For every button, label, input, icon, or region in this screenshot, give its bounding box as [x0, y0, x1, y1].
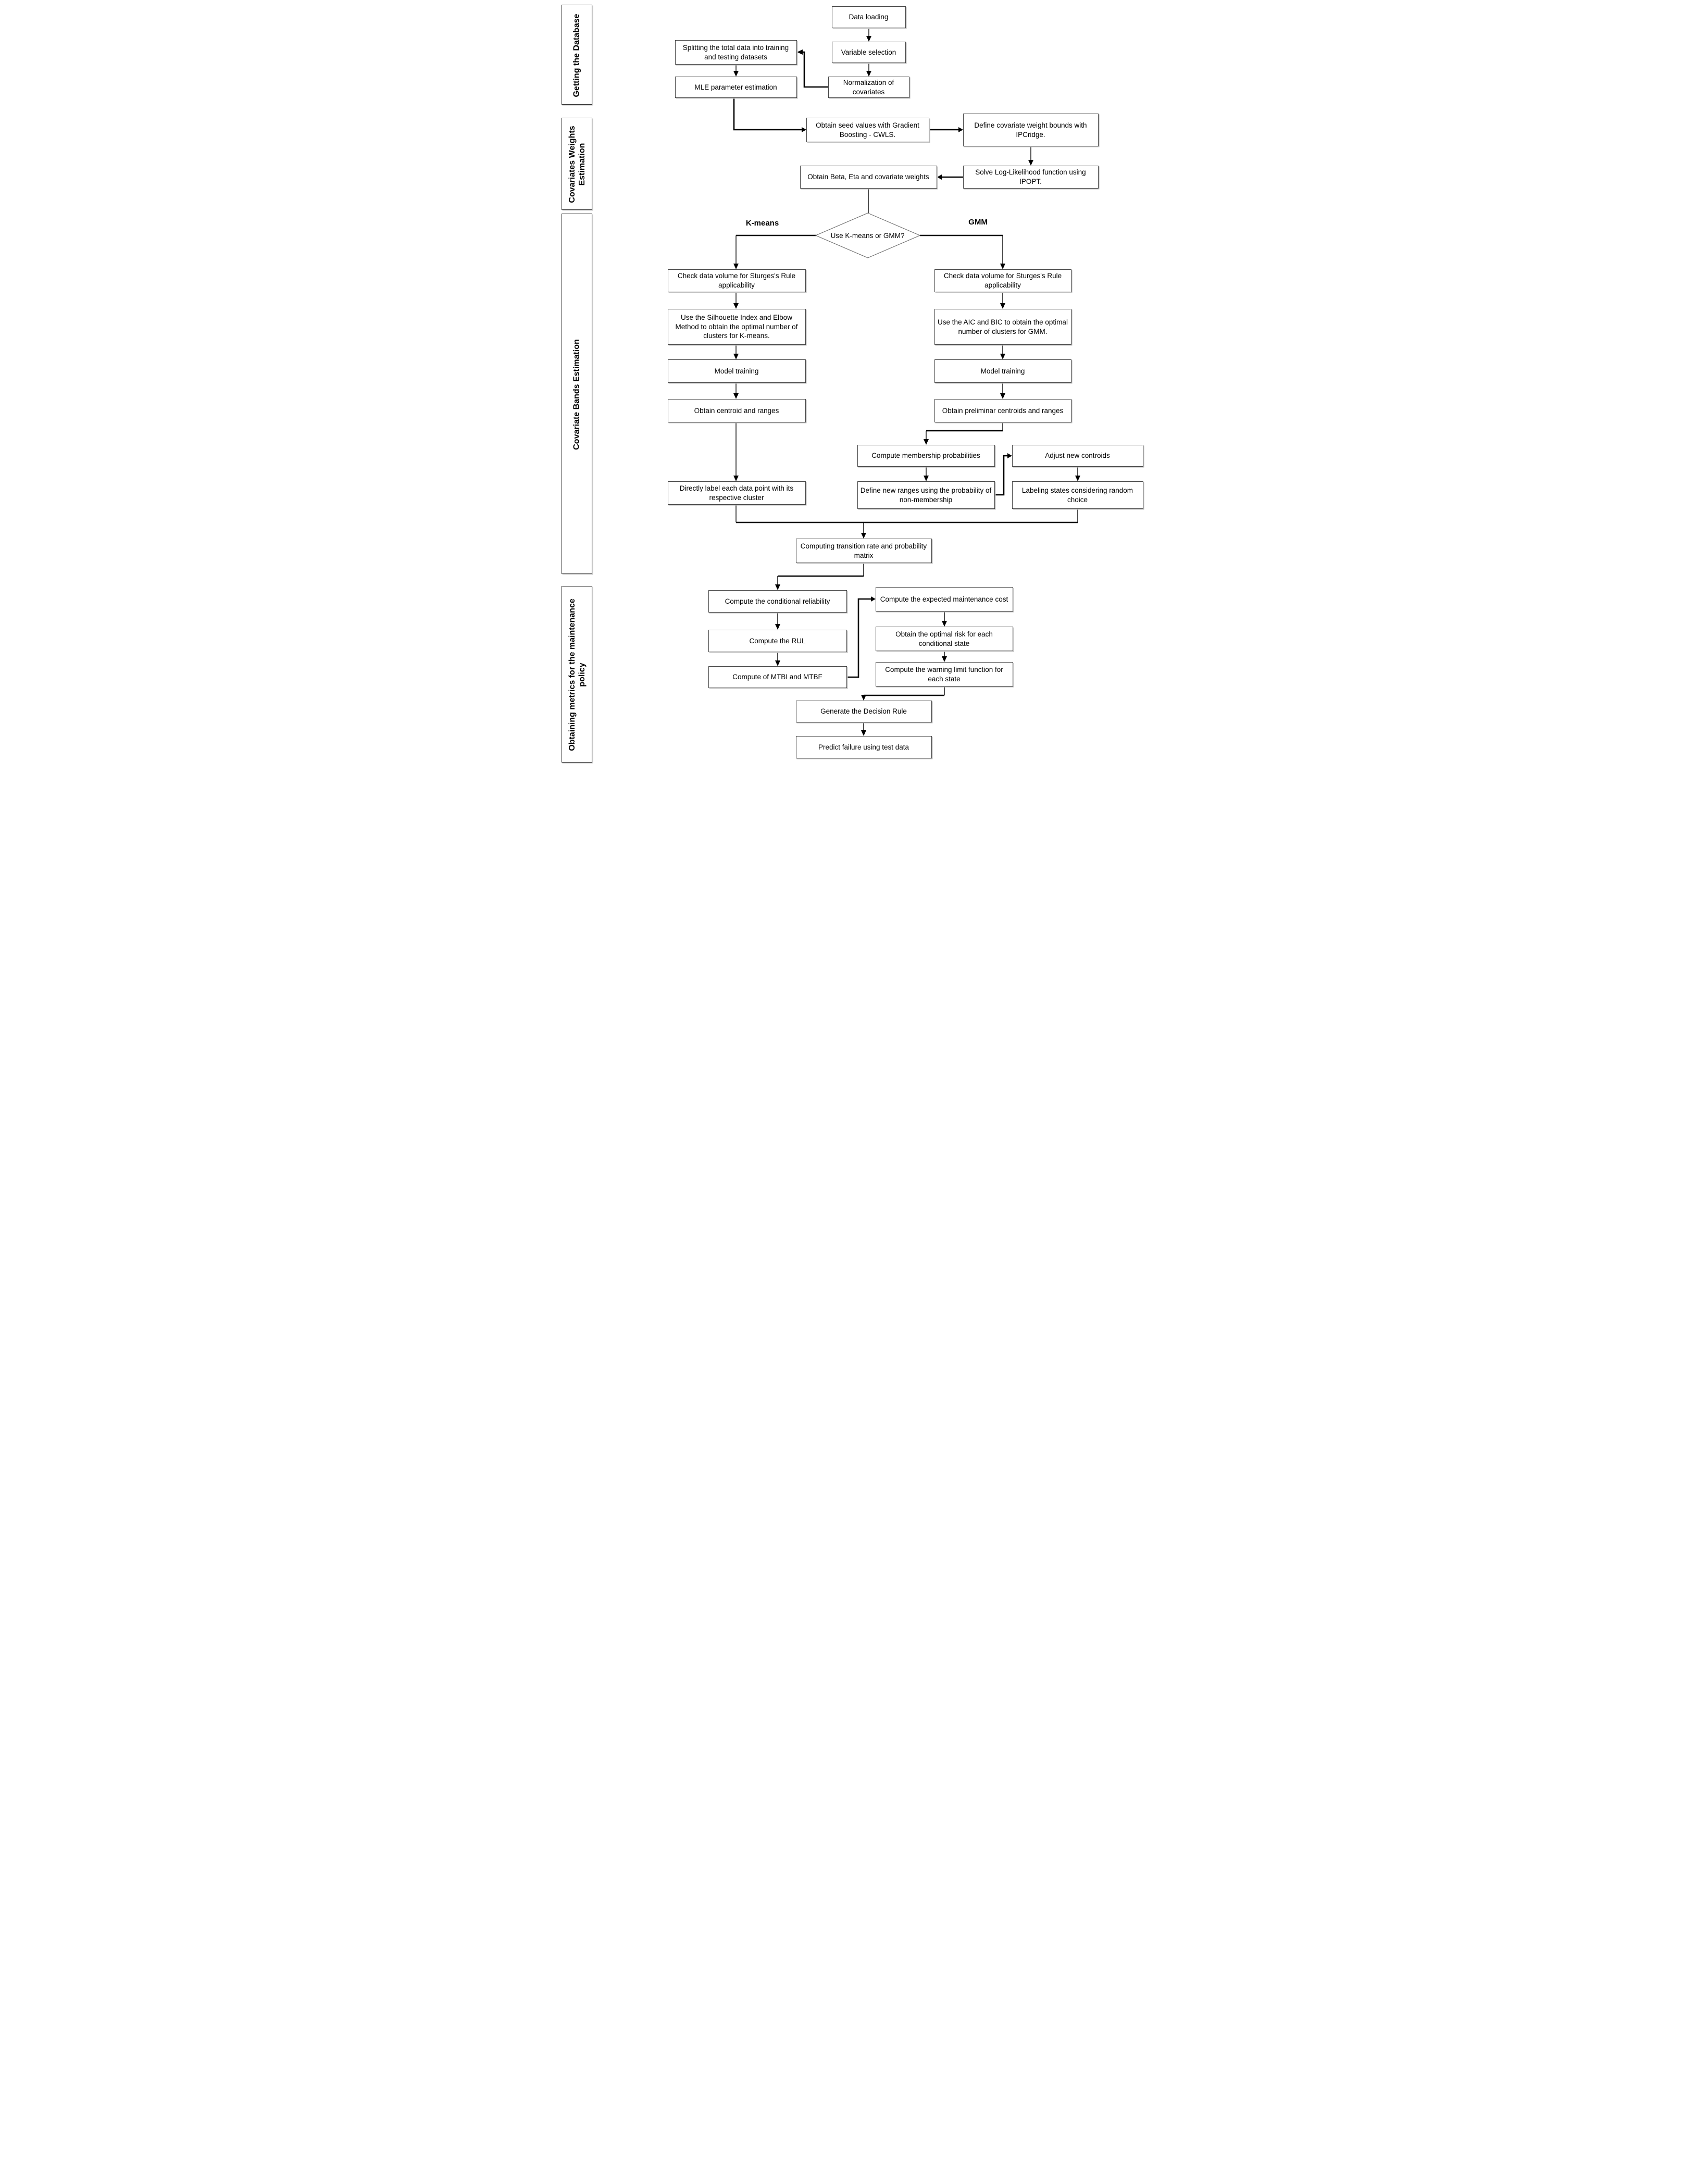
- step-splitting: Splitting the total data into training a…: [675, 40, 797, 65]
- step-define-new-ranges: Define new ranges using the probability …: [857, 481, 995, 509]
- step-warning-limit: Compute the warning limit function for e…: [875, 662, 1013, 687]
- connector-layer: [733, 28, 1080, 736]
- conn-kcheck-to-ksilhouette: [733, 292, 739, 309]
- sidebar-section-getting-database: Getting the Database: [561, 5, 592, 105]
- sidebar-section-label: Covariate Bands Estimation: [572, 339, 581, 450]
- step-conditional-reliability: Compute the conditional reliability: [708, 590, 847, 613]
- conn-transition-to-condrel: [775, 563, 864, 590]
- conn-normalization-to-splitting: [796, 49, 828, 88]
- decision-diamond: [814, 213, 921, 258]
- step-adjust-centroids: Adjust new controids: [1012, 445, 1143, 467]
- conn-diamond-to-gmm: [919, 234, 1005, 269]
- step-gmm-model-training: Model training: [934, 359, 1071, 383]
- conn-rul-to-mtbi: [775, 652, 780, 666]
- sidebar-section-covariate-bands: Covariate Bands Estimation: [561, 214, 592, 574]
- conn-newranges-to-adjust: [994, 453, 1012, 496]
- step-compute-rul: Compute the RUL: [708, 630, 847, 652]
- conn-kcentroid-to-kdirect: [733, 422, 739, 481]
- step-kmeans-model-training: Model training: [667, 359, 806, 383]
- conn-mle-to-seed: [733, 98, 806, 132]
- step-data-loading: Data loading: [831, 6, 906, 28]
- conn-ksilhouette-to-kmodel: [733, 345, 739, 359]
- decision-question: Use K-means or GMM?: [830, 231, 905, 240]
- conn-seed-to-bounds: [929, 127, 963, 132]
- conn-diamond-to-kmeans: [733, 234, 816, 269]
- step-predict-failure: Predict failure using test data: [795, 736, 932, 758]
- conn-optimalrisk-to-warninglimit: [941, 651, 947, 662]
- sidebar-section-obtaining-metrics: Obtaining metrics for the maintenance po…: [561, 586, 592, 763]
- sidebar-section-label: Covariates Weights Estimation: [567, 126, 586, 203]
- conn-membership-to-newranges: [923, 467, 929, 481]
- step-transition-matrix: Computing transition rate and probabilit…: [795, 539, 932, 563]
- conn-mtbi-to-expectedcost: [846, 596, 876, 678]
- step-optimal-risk: Obtain the optimal risk for each conditi…: [875, 627, 1013, 651]
- step-kmeans-check-volume: Check data volume for Sturges's Rule app…: [667, 269, 806, 292]
- step-compute-mtbi-mtbf: Compute of MTBI and MTBF: [708, 666, 847, 688]
- branch-label-gmm: GMM: [968, 218, 988, 227]
- branch-label-kmeans: K-means: [745, 219, 779, 228]
- step-labeling-states: Labeling states considering random choic…: [1012, 481, 1143, 509]
- sidebar-section-label: Getting the Database: [572, 13, 581, 97]
- step-kmeans-silhouette-elbow: Use the Silhouette Index and Elbow Metho…: [667, 309, 806, 345]
- sidebar-section-label: Obtaining metrics for the maintenance po…: [567, 598, 586, 751]
- conn-warninglimit-to-decisionrule: [861, 687, 945, 701]
- conn-gcheck-to-gaic: [1000, 292, 1005, 309]
- conn-bounds-to-solve: [1028, 146, 1033, 166]
- step-gmm-aic-bic: Use the AIC and BIC to obtain the optima…: [934, 309, 1071, 345]
- step-decision-rule: Generate the Decision Rule: [795, 701, 932, 722]
- step-seed-values: Obtain seed values with Gradient Boostin…: [806, 118, 929, 142]
- step-mle: MLE parameter estimation: [675, 77, 797, 98]
- conn-decisionrule-to-predict: [861, 722, 866, 736]
- step-expected-maintenance-cost: Compute the expected maintenance cost: [875, 587, 1013, 611]
- conn-expectedcost-to-optimalrisk: [941, 611, 947, 627]
- step-variable-selection: Variable selection: [831, 42, 906, 63]
- conn-variableselection-to-normalization: [866, 63, 871, 77]
- conn-kmodel-to-kcentroid: [733, 383, 739, 399]
- conn-splitting-to-mle: [733, 65, 739, 77]
- conn-gmodel-to-gprelim: [1000, 383, 1005, 399]
- conn-condrel-to-rul: [775, 613, 780, 630]
- step-gmm-check-volume: Check data volume for Sturges's Rule app…: [934, 269, 1071, 292]
- conn-gprelim-to-membership: [923, 422, 1003, 445]
- step-kmeans-direct-label: Directly label each data point with its …: [667, 481, 806, 505]
- conn-adjust-to-labeling: [1075, 467, 1080, 481]
- conn-gaic-to-gmodel: [1000, 345, 1005, 359]
- step-obtain-beta: Obtain Beta, Eta and covariate weights: [800, 166, 937, 189]
- conn-merge-to-transition: [735, 505, 1078, 539]
- step-membership-probabilities: Compute membership probabilities: [857, 445, 995, 467]
- step-kmeans-centroid-ranges: Obtain centroid and ranges: [667, 399, 806, 422]
- conn-dataloading-to-variableselection: [866, 28, 871, 42]
- step-weight-bounds: Define covariate weight bounds with IPCr…: [963, 114, 1099, 146]
- step-normalization: Normalization of covariates: [828, 77, 909, 98]
- conn-solve-to-beta: [937, 174, 963, 180]
- step-solve-loglikelihood: Solve Log-Likelihood function using IPOP…: [963, 166, 1099, 189]
- sidebar-section-covariates-weights: Covariates Weights Estimation: [561, 118, 592, 210]
- flowchart-canvas: Getting the Database Covariates Weights …: [555, 0, 1153, 765]
- step-gmm-preliminar-centroids: Obtain preliminar centroids and ranges: [934, 399, 1071, 422]
